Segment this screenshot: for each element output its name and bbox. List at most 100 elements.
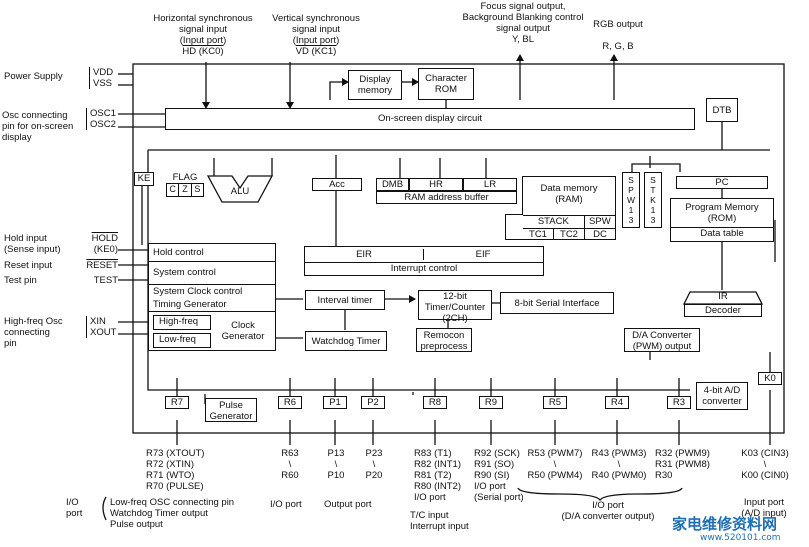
- interrupt-control-label: Interrupt control: [305, 262, 543, 274]
- flag-s: S: [194, 184, 201, 194]
- bus-port-links: [176, 352, 771, 396]
- watermark-url: www.520101.com: [700, 533, 781, 543]
- alu-label: ALU: [230, 186, 250, 197]
- r8-pins: R83 (T1)R82 (INT1)R81 (T2)R80 (INT2)I/O …: [414, 448, 461, 503]
- port-r3: R3: [667, 396, 691, 409]
- timing-generator: Timing Generator: [153, 299, 227, 310]
- program-memory-block: Program Memory(ROM) Data table: [670, 198, 774, 242]
- power-supply-label: Power Supply: [4, 71, 63, 82]
- r7-pins: R73 (XTOUT)R72 (XTIN)R71 (WTO)R70 (PULSE…: [146, 448, 205, 492]
- serial-interface-block: 8-bit Serial Interface: [500, 292, 614, 314]
- ram-address-buffer: RAM address buffer: [376, 191, 517, 204]
- test-pin: TEST: [93, 275, 118, 286]
- io-da-label: I/O port(D/A converter output): [561, 500, 655, 522]
- r6-pins: R63\R60: [281, 448, 299, 481]
- tc2-label: TC2: [554, 229, 585, 240]
- p2-pins: P23\P20: [365, 448, 383, 481]
- eif-label: EIF: [475, 249, 491, 260]
- program-memory-label: Program Memory(ROM): [685, 202, 759, 224]
- hold-control: Hold control: [153, 247, 204, 258]
- tc1-label: TC1: [523, 229, 554, 240]
- port-r9: R9: [479, 396, 503, 409]
- hold-input-label: Hold input(Sense input): [4, 233, 61, 255]
- ke-block: KE: [134, 172, 154, 186]
- vsync-label: Vertical synchronous signal input (Input…: [272, 13, 360, 57]
- port-r6: R6: [278, 396, 302, 409]
- reset-input-label: Reset input: [4, 260, 53, 271]
- port-p1: P1: [323, 396, 347, 409]
- internal-bus: [147, 150, 690, 391]
- pc-block: PC: [676, 176, 768, 189]
- decoder-block: Decoder: [684, 304, 762, 317]
- watchdog-timer-block: Watchdog Timer: [305, 331, 387, 351]
- port-r4: R4: [605, 396, 629, 409]
- reset-pin: RESET: [86, 260, 118, 271]
- p1-pins: P13\P10: [327, 448, 345, 481]
- port-r8: R8: [423, 396, 447, 409]
- r3-pins: R32 (PWM9)R31 (PWM8)R30: [655, 448, 710, 481]
- da-converter-block: D/A Converter(PWM) output: [624, 328, 700, 352]
- dtb-block: DTB: [706, 98, 738, 122]
- port-p2: P2: [361, 396, 385, 409]
- control-column: Hold control System control System Clock…: [148, 243, 276, 351]
- port-r7: R7: [165, 396, 189, 409]
- k0-pins: K03 (CIN3)\K00 (CIN0): [741, 448, 789, 481]
- ir-label: IR: [718, 291, 728, 302]
- data-table-label: Data table: [671, 227, 773, 239]
- low-freq-block: Low-freq: [153, 333, 211, 348]
- osd-circuit-block: On-screen display circuit: [165, 108, 695, 130]
- chip-outline: [132, 63, 785, 434]
- flag-c: C: [167, 184, 180, 196]
- flag-z: Z: [179, 184, 192, 196]
- lr-block: LR: [463, 178, 517, 191]
- system-control: System control: [153, 267, 216, 278]
- data-memory-block: Data memory(RAM) STACK SPW TC1 TC2 DC: [522, 176, 616, 240]
- dmb-block: DMB: [376, 178, 409, 191]
- watermark-text: 家电维修资料网: [672, 515, 778, 533]
- hr-block: HR: [409, 178, 463, 191]
- r5-pins: R53 (PWM7)\R50 (PWM4): [527, 448, 583, 481]
- hold-pin: HOLD(KE0): [91, 233, 118, 255]
- port-k0: K0: [758, 372, 782, 385]
- interval-timer-block: Interval timer: [305, 290, 385, 310]
- port-leads: [176, 390, 771, 445]
- interrupt-block: EIR EIF Interrupt control: [304, 246, 544, 276]
- high-freq-block: High-freq: [153, 315, 211, 330]
- system-clock-control: System Clock control: [153, 286, 243, 297]
- dc-label: DC: [593, 229, 607, 240]
- input-ad-label: Input port(A/D input): [741, 497, 787, 519]
- hsync-label: Horizontal synchronous signal input (Inp…: [153, 13, 253, 57]
- r4-pins: R43 (PWM3)\R40 (PWM0): [591, 448, 647, 481]
- flag-block: C Z S: [166, 183, 204, 197]
- rgb-label: RGB output R, G, B: [593, 19, 643, 52]
- stack-row: STACK SPW: [523, 215, 615, 229]
- tc-row: TC1 TC2 DC: [523, 228, 615, 240]
- flag-label: FLAG: [172, 172, 198, 183]
- focus-label: Focus signal output, Background Blanking…: [462, 1, 584, 45]
- stack-label: STACK: [523, 216, 585, 229]
- spw-label: SPW: [589, 216, 611, 227]
- output-port-label: Output port: [324, 499, 372, 510]
- tc-bracket: [505, 214, 523, 240]
- acc-block: Acc: [312, 178, 362, 191]
- test-pin-label: Test pin: [4, 275, 37, 286]
- port-r5: R5: [543, 396, 567, 409]
- r9-pins: R92 (SCK)R91 (SO)R90 (SI)I/O port(Serial…: [474, 448, 524, 503]
